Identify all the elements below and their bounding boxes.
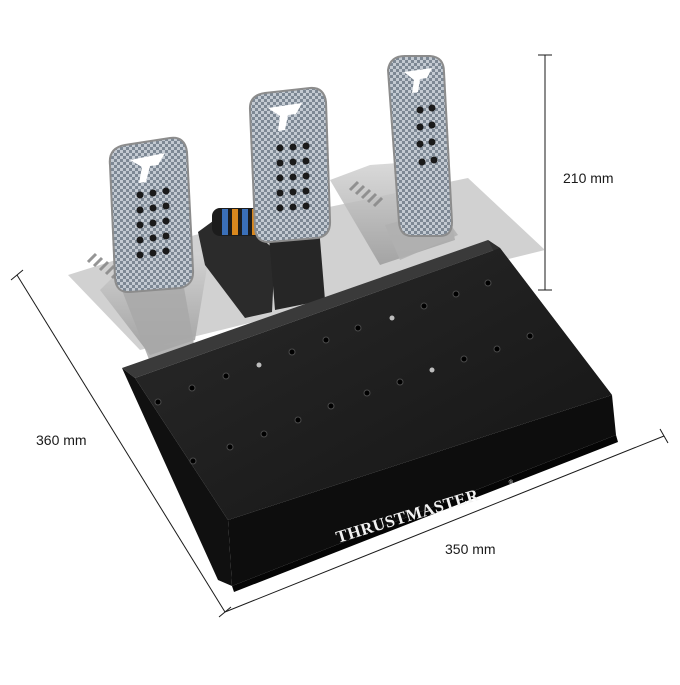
brake-pedal (248, 86, 332, 244)
width-label: 350 mm (445, 541, 496, 557)
throttle-pedal (386, 55, 454, 237)
height-label: 210 mm (563, 170, 614, 186)
registered-mark: ® (508, 478, 515, 486)
width-dimension-line (224, 435, 665, 613)
brake-logo-icon (268, 103, 302, 131)
base-plate (122, 240, 618, 592)
clutch-pedal (108, 136, 195, 294)
dimension-lines (10, 54, 669, 618)
throttle-logo-icon (404, 68, 432, 93)
depth-dimension-line (16, 274, 226, 613)
brake-spring-assembly (198, 208, 275, 318)
clutch-logo-icon (130, 153, 165, 183)
depth-label: 360 mm (36, 432, 87, 448)
